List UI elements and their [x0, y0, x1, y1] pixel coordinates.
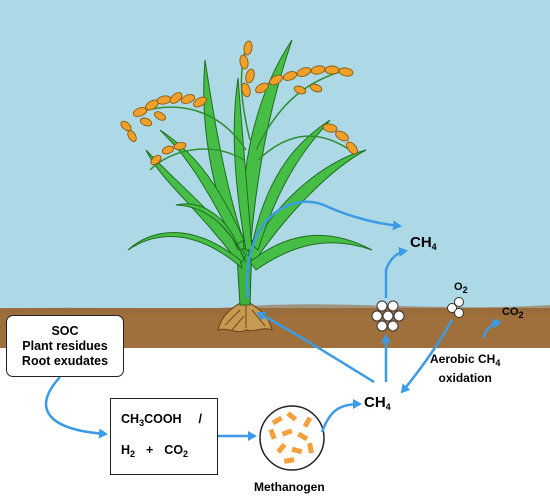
arrow-methanogen-to-ch4 [320, 399, 362, 433]
root-exudates-line: Root exudates [21, 353, 109, 368]
co2-label: CO2 [502, 306, 524, 320]
leaf [127, 232, 243, 270]
leaf [247, 149, 367, 263]
aerobic-oxidation-label: Aerobic CH4 oxidation [430, 352, 501, 385]
arrow-ch4-to-roots [256, 311, 375, 384]
o2-bubbles [447, 297, 464, 318]
substrate-box: CH3COOH / H2 + CO2 [110, 398, 218, 475]
leaf [175, 203, 247, 263]
ch4-soil-label: CH4 [364, 394, 391, 412]
arrow-plant-to-atmosphere [245, 200, 402, 299]
plant-roots [217, 299, 273, 333]
leaf [251, 119, 331, 251]
arrow-bubbles-to-atmosphere [384, 246, 408, 298]
rice-plant [120, 39, 373, 333]
soc-line: SOC [51, 323, 79, 338]
leaf [233, 77, 253, 251]
plant-residues-line: Plant residues [22, 338, 108, 353]
ch4-atmosphere-label: CH4 [410, 234, 437, 252]
leaf [159, 129, 245, 246]
soc-box: SOC Plant residues Root exudates [6, 315, 124, 377]
acetic-acid-line: CH3COOH / [121, 412, 203, 428]
methanogen-label: Methanogen [254, 480, 325, 494]
ch4-bubbles [371, 300, 405, 332]
sky-background [0, 0, 550, 308]
arrow-soc-to-substrate [44, 376, 108, 439]
arrow-o2-to-ch4 [400, 319, 454, 394]
methanogen-cell [259, 405, 325, 471]
arrow-oxidation-to-co2 [482, 318, 502, 339]
o2-label: O2 [454, 281, 468, 295]
leaf [249, 234, 373, 271]
soil-surface [0, 304, 550, 314]
h2-co2-line: H2 + CO2 [121, 443, 189, 459]
